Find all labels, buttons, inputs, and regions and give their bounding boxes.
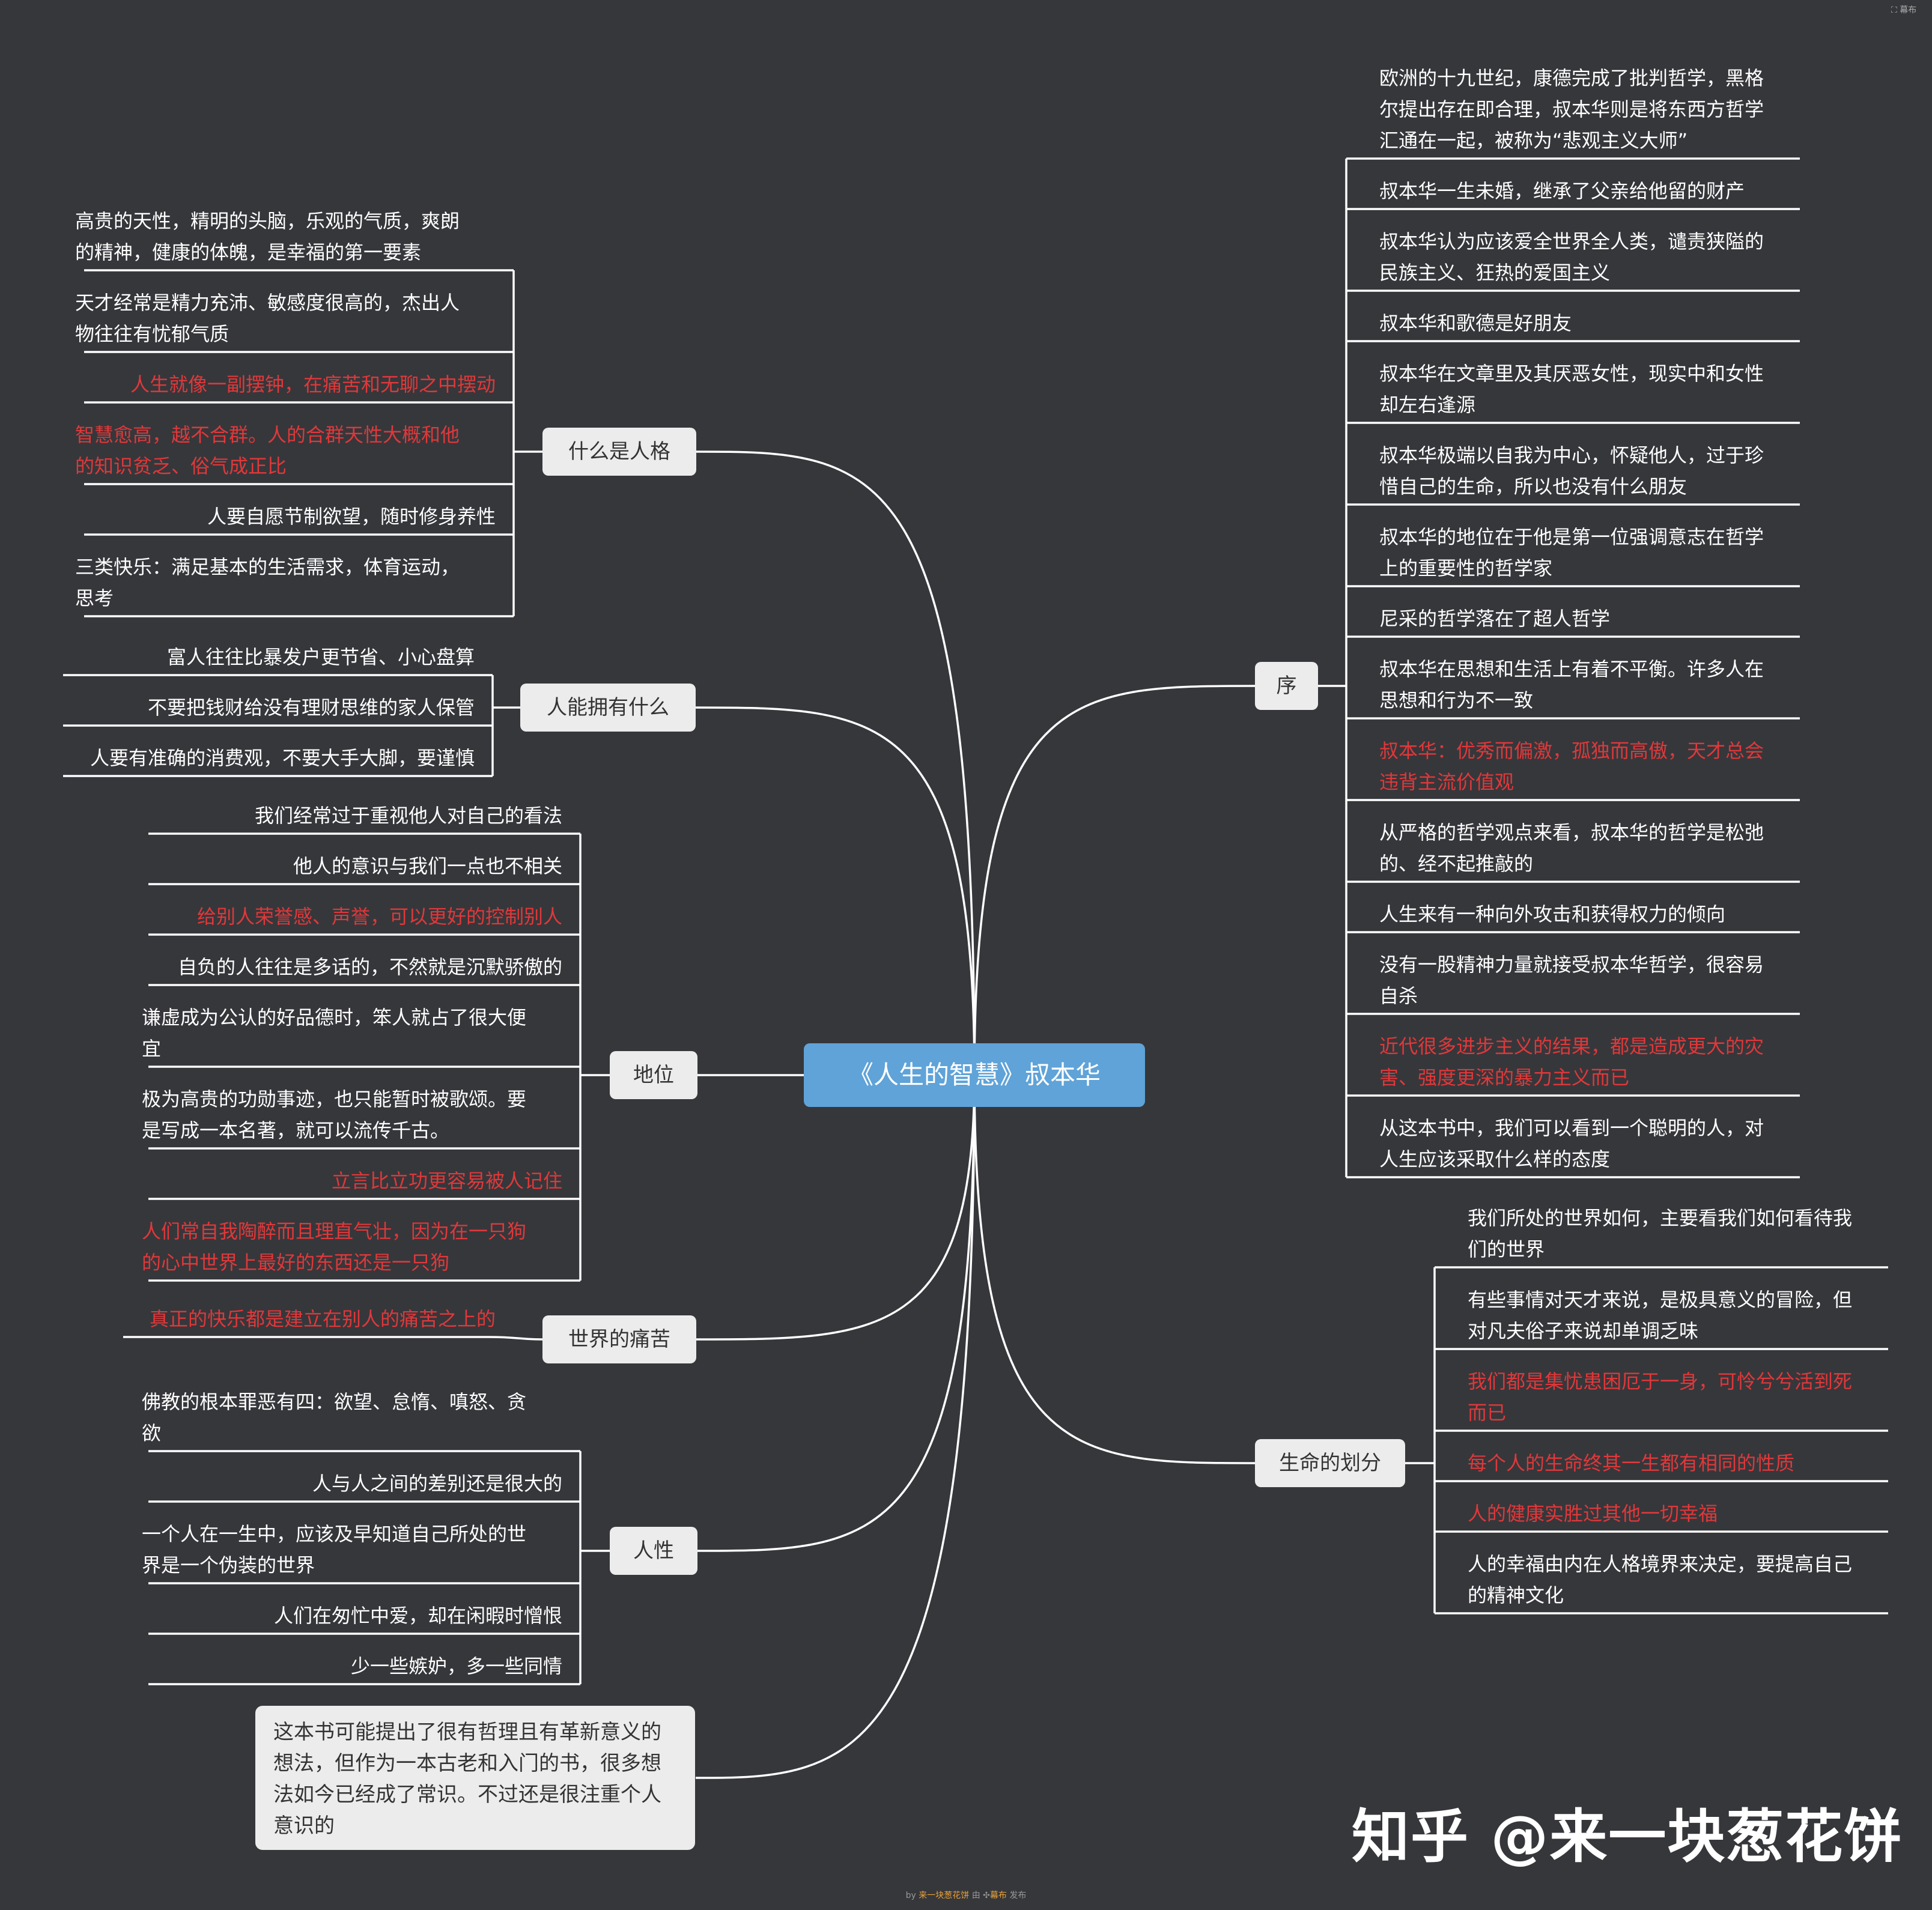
center-to-topic-4	[696, 1075, 976, 1341]
topic-4[interactable]: 世界的痛苦	[542, 1315, 696, 1363]
leaf-item[interactable]: 叔本华：优秀而偏激，孤独而高傲，天才总会 违背主流价值观	[1379, 739, 1764, 793]
leaf-item[interactable]: 自负的人往往是多话的，不然就是沉默骄傲的	[177, 956, 562, 978]
leaf-item[interactable]: 真正的快乐都是建立在别人的痛苦之上的	[149, 1308, 496, 1330]
leaf-item[interactable]: 立言比立功更容易被人记住	[331, 1169, 562, 1192]
footer-prefix: by	[905, 1891, 919, 1900]
leaf-item[interactable]: 佛教的根本罪恶有四：欲望、怠惰、嗔怒、贪 欲	[142, 1390, 527, 1445]
center-to-topic-2	[695, 706, 976, 1076]
leaf-item[interactable]: 他人的意识与我们一点也不相关	[293, 855, 562, 878]
leaf-item[interactable]: 尼采的哲学落在了超人哲学	[1379, 607, 1611, 630]
topic-2[interactable]: 人能拥有什么	[520, 684, 696, 732]
leaf-item[interactable]: 不要把钱财给没有理财思维的家人保管	[147, 696, 475, 719]
leaf-item[interactable]: 富人往往比暴发户更节省、小心盘算	[166, 646, 475, 668]
leaf-item[interactable]: 一个人在一生中，应该及早知道自己所处的世 界是一个伪装的世界	[142, 1523, 527, 1577]
leaf-item[interactable]: 每个人的生命终其一生都有相同的性质	[1468, 1452, 1795, 1475]
leaf-item[interactable]: 叔本华的地位在于他是第一位强调意志在哲学 上的重要性的哲学家	[1379, 526, 1764, 580]
leaf-item[interactable]: 人们在匆忙中爱，却在闲暇时憎恨	[273, 1604, 562, 1627]
center-to-topic-5	[697, 1075, 976, 1552]
leaf-item[interactable]: 人与人之间的差别还是很大的	[312, 1472, 562, 1495]
topic-7[interactable]: 生命的划分	[1255, 1439, 1405, 1487]
leaf-item[interactable]: 少一些嫉妒，多一些同情	[350, 1655, 562, 1678]
footer-suffix: 发布	[1006, 1891, 1027, 1900]
topic-3[interactable]: 地位	[610, 1051, 697, 1099]
leaf-item[interactable]: 人的健康实胜过其他一切幸福	[1468, 1502, 1718, 1525]
leaf-item[interactable]: 我们经常过于重视他人对自己的看法	[254, 804, 562, 827]
leaf-item[interactable]: 没有一股精神力量就接受叔本华哲学，很容易 自杀	[1379, 953, 1764, 1007]
footer-credit: by 来一块葱花饼 由 ✣幕布 发布	[0, 1889, 1932, 1901]
leaf-item[interactable]: 从严格的哲学观点来看，叔本华的哲学是松弛 的、经不起推敲的	[1379, 821, 1764, 875]
leaf-item[interactable]: 人的幸福由内在人格境界来决定，要提高自己 的精神文化	[1468, 1553, 1853, 1607]
leaf-item[interactable]: 人生就像一副摆钟，在痛苦和无聊之中摆动	[130, 373, 496, 396]
leaf-item[interactable]: 我们所处的世界如何，主要看我们如何看待我 们的世界	[1468, 1207, 1853, 1261]
summary-note[interactable]: 这本书可能提出了很有哲理且有革新意义的想法，但作为一本古老和入门的书，很多想法如…	[255, 1706, 695, 1850]
leaf-item[interactable]: 近代很多进步主义的结果，都是造成更大的灾 害、强度更深的暴力主义而已	[1379, 1035, 1764, 1089]
center-to-note	[695, 1075, 976, 1779]
topic-1[interactable]: 什么是人格	[542, 428, 696, 476]
center-to-topic-7	[973, 1075, 1256, 1464]
leaf-item[interactable]: 人要自愿节制欲望，随时修身养性	[207, 505, 496, 528]
leaf-item[interactable]: 叔本华和歌德是好朋友	[1379, 312, 1572, 335]
leaf-item[interactable]: 我们都是集忧患困厄于一身，可怜兮兮活到死 而已	[1468, 1370, 1853, 1424]
leaf-item[interactable]: 叔本华极端以自我为中心，怀疑他人，过于珍 惜自己的生命，所以也没有什么朋友	[1379, 444, 1764, 498]
footer-mid: 由	[969, 1891, 983, 1900]
leaf-item[interactable]: 叔本华在文章里及其厌恶女性，现实中和女性 却左右逢源	[1379, 362, 1764, 416]
topic-5[interactable]: 人性	[610, 1527, 697, 1575]
leaf-item[interactable]: 智慧愈高，越不合群。人的合群天性大概和他 的知识贫乏、俗气成正比	[75, 423, 460, 478]
center-to-topic-1	[696, 450, 976, 1076]
leaf-item[interactable]: 人生来有一种向外攻击和获得权力的倾向	[1379, 903, 1726, 926]
zhihu-watermark: 知乎 @来一块葱花饼	[1352, 1803, 1903, 1870]
leaf-item[interactable]: 高贵的天性，精明的头脑，乐观的气质，爽朗 的精神，健康的体魄，是幸福的第一要素	[75, 210, 460, 264]
leaf-item[interactable]: 人们常自我陶醉而且理直气壮，因为在一只狗 的心中世界上最好的东西还是一只狗	[142, 1220, 527, 1274]
leaf-item[interactable]: 给别人荣誉感、声誉，可以更好的控制别人	[196, 905, 562, 928]
footer-author[interactable]: 来一块葱花饼	[919, 1891, 970, 1900]
fullscreen-button[interactable]: ⛶ 幕布	[1891, 4, 1916, 16]
leaf-underline	[123, 1336, 543, 1341]
leaf-item[interactable]: 谦虚成为公认的好品德时，笨人就占了很大便 宜	[142, 1006, 527, 1060]
leaf-item[interactable]: 欧洲的十九世纪，康德完成了批判哲学，黑格 尔提出存在即合理，叔本华则是将东西方哲…	[1379, 67, 1764, 152]
leaf-item[interactable]: 从这本书中，我们可以看到一个聪明的人，对 人生应该采取什么样的态度	[1379, 1117, 1764, 1171]
center-to-topic-6	[973, 685, 1256, 1076]
leaf-item[interactable]: 叔本华一生未婚，继承了父亲给他留的财产	[1379, 180, 1745, 202]
leaf-item[interactable]: 极为高贵的功勋事迹，也只能暂时被歌颂。要 是写成一本名著，就可以流传千古。	[142, 1088, 527, 1142]
leaf-item[interactable]: 叔本华在思想和生活上有着不平衡。许多人在 思想和行为不一致	[1379, 658, 1764, 712]
mubu-logo-icon: ✣	[983, 1891, 990, 1900]
expand-icon: ⛶	[1891, 5, 1900, 15]
leaf-item[interactable]: 人要有准确的消费观，不要大手大脚，要谨慎	[90, 747, 475, 769]
footer-brand[interactable]: 幕布	[989, 1891, 1007, 1900]
central-topic[interactable]: 《人生的智慧》叔本华	[804, 1043, 1145, 1107]
fullscreen-label: 幕布	[1900, 5, 1917, 15]
topic-6[interactable]: 序	[1255, 662, 1318, 710]
leaf-item[interactable]: 三类快乐：满足基本的生活需求，体育运动， 思考	[75, 556, 460, 610]
leaf-item[interactable]: 叔本华认为应该爱全世界全人类，谴责狭隘的 民族主义、狂热的爱国主义	[1379, 230, 1764, 284]
leaf-item[interactable]: 天才经常是精力充沛、敏感度很高的，杰出人 物往往有忧郁气质	[75, 291, 460, 345]
leaf-item[interactable]: 有些事情对天才来说，是极具意义的冒险，但 对凡夫俗子来说却单调乏味	[1468, 1288, 1853, 1342]
